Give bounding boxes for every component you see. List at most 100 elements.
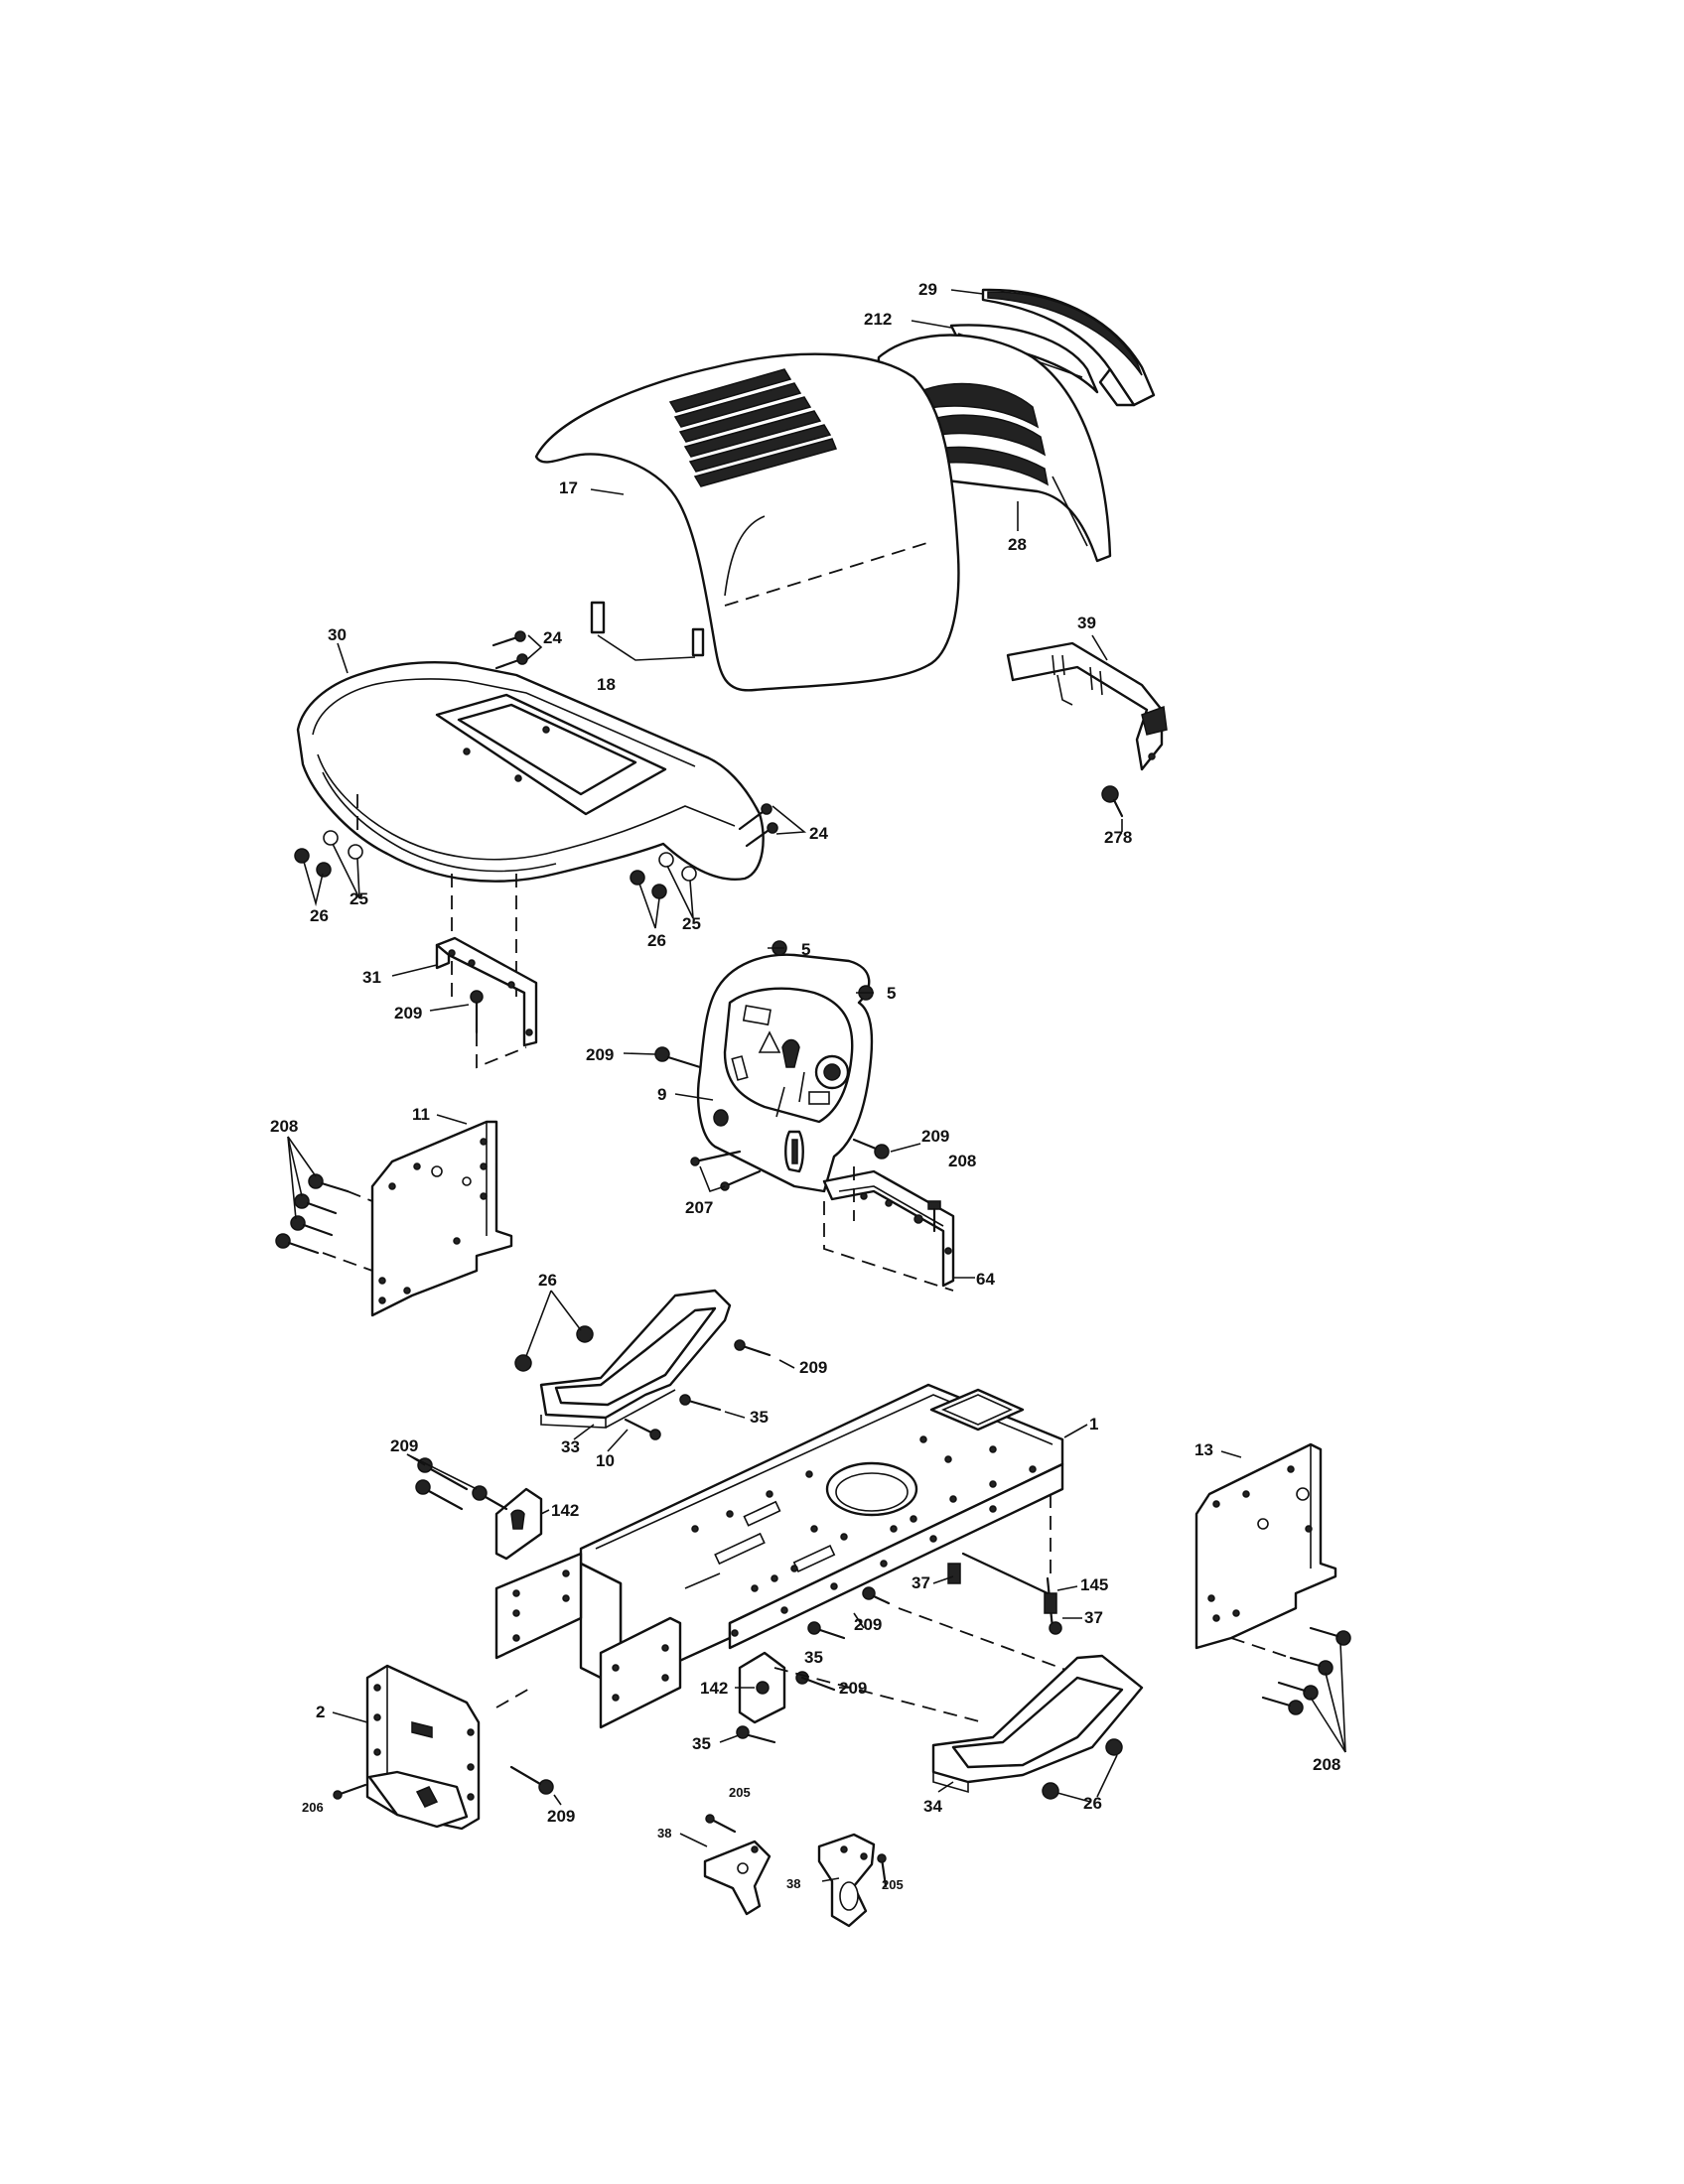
part-205-screw-a xyxy=(705,1814,737,1834)
part-209-bolt-b xyxy=(654,1046,702,1069)
part-13-right-side-panel xyxy=(1194,1442,1337,1650)
callout-24-right: 24 xyxy=(809,824,828,843)
callout-37-b: 37 xyxy=(1084,1608,1103,1627)
callout-206: 206 xyxy=(302,1800,324,1815)
part-206-bolt xyxy=(333,1783,367,1800)
callout-38-a: 38 xyxy=(657,1826,671,1841)
part-142-bracket-left xyxy=(494,1487,543,1561)
callout-64: 64 xyxy=(976,1270,995,1289)
callout-11: 11 xyxy=(412,1105,430,1124)
part-38-bracket-b xyxy=(817,1833,876,1928)
part-35-bolt-c xyxy=(736,1725,776,1744)
part-209-bolt-d xyxy=(734,1339,772,1357)
callout-30: 30 xyxy=(328,625,347,644)
part-142-bracket-right xyxy=(738,1651,786,1724)
part-37-spacer-a xyxy=(947,1563,961,1584)
callout-1: 1 xyxy=(1089,1415,1098,1433)
callout-142-b: 142 xyxy=(700,1679,728,1698)
part-34-right-footrest xyxy=(931,1654,1144,1794)
callout-205-b: 205 xyxy=(882,1877,904,1892)
part-208-bolt-a xyxy=(927,1200,941,1233)
callout-25-right: 25 xyxy=(682,914,701,933)
part-64-dash-bracket xyxy=(822,1169,955,1292)
callout-209-c: 209 xyxy=(921,1127,949,1146)
callout-5-b: 5 xyxy=(887,984,896,1003)
callout-29: 29 xyxy=(918,280,937,299)
callout-26-lower: 26 xyxy=(1083,1794,1102,1813)
part-209-bolt-a xyxy=(470,990,527,1069)
part-205-screw-b xyxy=(877,1853,888,1888)
callout-31: 31 xyxy=(362,968,381,987)
hood-vent-slots xyxy=(668,368,838,487)
part-29-trim-strip xyxy=(981,288,1156,407)
part-18-hood-bumpers xyxy=(590,601,705,661)
part-37-spacer-b xyxy=(1044,1592,1062,1635)
callout-207: 207 xyxy=(685,1198,713,1217)
callout-5-a: 5 xyxy=(801,940,810,959)
part-25-26-washers-nuts-left xyxy=(294,830,363,907)
alignment-line xyxy=(773,1667,984,1723)
part-front-mount-plate-right xyxy=(599,1616,682,1729)
callout-13: 13 xyxy=(1194,1440,1213,1459)
callout-34: 34 xyxy=(923,1797,942,1816)
callout-35-c: 35 xyxy=(692,1734,711,1753)
callout-145: 145 xyxy=(1080,1575,1108,1594)
callout-209-g: 209 xyxy=(839,1679,867,1698)
callout-205-a: 205 xyxy=(729,1785,751,1800)
part-35-bolt-a xyxy=(679,1394,722,1412)
part-209-bolts-e xyxy=(406,1453,508,1511)
part-39-hood-hinge xyxy=(1006,641,1168,771)
callout-39: 39 xyxy=(1077,614,1096,632)
part-38-bracket-a xyxy=(703,1840,772,1916)
callout-278: 278 xyxy=(1104,828,1132,847)
callout-212: 212 xyxy=(864,310,892,329)
part-24-bolts-right xyxy=(738,803,807,848)
part-26-nuts-33 xyxy=(514,1290,594,1372)
callout-25-left: 25 xyxy=(350,889,368,908)
part-25-26-washers-nuts-right xyxy=(630,852,697,929)
callout-209-d: 209 xyxy=(799,1358,827,1377)
part-208-bolts-left xyxy=(275,1136,373,1272)
part-33-left-footrest xyxy=(539,1289,732,1429)
callout-2: 2 xyxy=(316,1703,325,1721)
callout-9: 9 xyxy=(657,1085,666,1104)
callout-28: 28 xyxy=(1008,535,1027,554)
part-11-left-side-panel xyxy=(370,1120,513,1317)
callout-142-a: 142 xyxy=(551,1501,579,1520)
part-207-screws xyxy=(690,1150,762,1192)
callout-209-b: 209 xyxy=(586,1045,614,1064)
part-1-main-frame xyxy=(579,1383,1064,1690)
callout-38-b: 38 xyxy=(786,1876,800,1891)
callout-208-left: 208 xyxy=(270,1117,298,1136)
callout-209-h: 209 xyxy=(547,1807,575,1826)
callout-26-right: 26 xyxy=(647,931,666,950)
alignment-line xyxy=(495,1687,532,1708)
part-24-bolts-upper xyxy=(491,630,543,670)
callout-26-mid: 26 xyxy=(538,1271,557,1290)
callout-35-b: 35 xyxy=(804,1648,823,1667)
callout-labels: 29 212 17 28 30 24 18 39 24 278 26 25 26… xyxy=(270,280,1340,1892)
callout-209-e: 209 xyxy=(390,1436,418,1455)
part-10-bolt xyxy=(624,1418,661,1440)
part-17-hood xyxy=(534,352,960,692)
part-208-bolts-right xyxy=(1230,1626,1351,1753)
part-35-bolt-b xyxy=(807,1621,846,1640)
callout-24-upper: 24 xyxy=(543,628,562,647)
part-26-nuts-34 xyxy=(1042,1738,1123,1803)
part-31-fender-bracket xyxy=(435,936,538,1047)
part-209-bolt-c xyxy=(852,1138,890,1160)
leader-lines xyxy=(332,289,1242,1882)
part-278-fastener xyxy=(1101,785,1124,818)
callout-209-a: 209 xyxy=(394,1004,422,1023)
part-9-dashboard xyxy=(696,953,874,1193)
callout-208-upper: 208 xyxy=(948,1152,976,1170)
callout-26-left: 26 xyxy=(310,906,329,925)
callout-209-f: 209 xyxy=(854,1615,882,1634)
part-209-bolt-f xyxy=(862,1586,891,1605)
callout-18: 18 xyxy=(597,675,616,694)
part-front-mount-plate-left xyxy=(494,1552,583,1660)
callout-208-right: 208 xyxy=(1313,1755,1340,1774)
callout-17: 17 xyxy=(559,478,578,497)
callout-33: 33 xyxy=(561,1437,580,1456)
